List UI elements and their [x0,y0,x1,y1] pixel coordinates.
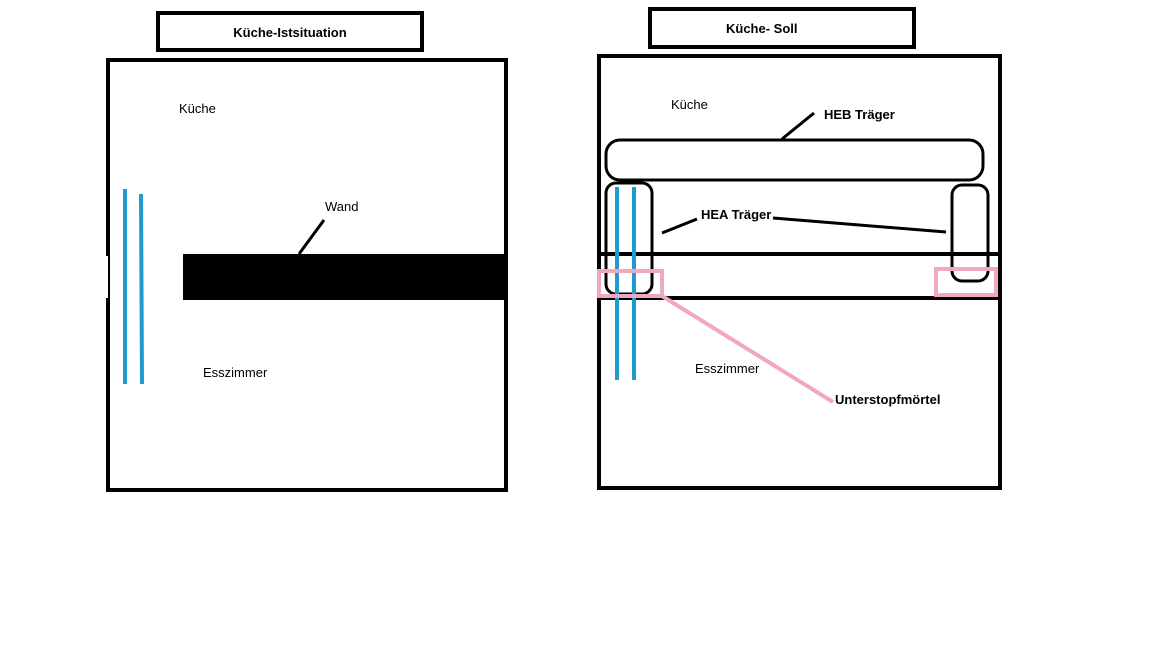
wall-pointer [297,219,326,255]
hea-label: HEA Träger [701,207,771,222]
right-dining-label: Esszimmer [695,361,760,376]
mortar-label: Unterstopfmörtel [835,392,940,407]
left-pipe-2 [139,193,144,385]
left-title: Küche-Istsituation [233,25,346,40]
left-kitchen-label: Küche [179,101,216,116]
heb-beam [604,138,985,182]
hea-pointer-right [772,216,947,234]
right-kitchen-label: Küche [671,97,708,112]
heb-pointer [781,111,815,141]
right-title-box [648,7,916,49]
left-panel: Küche-Istsituation Küche Wand Esszimmer [105,11,508,492]
mortar-pad-left [597,269,664,298]
hea-post-left [604,181,654,296]
left-title-box [156,11,424,52]
wall-block [183,254,505,300]
right-panel: Küche- Soll Küche HEB Träger HEA Träger … [597,7,1002,490]
right-title: Küche- Soll [726,21,798,36]
left-dining-label: Esszimmer [203,365,268,380]
mortar-pointer [660,294,835,404]
wall-label: Wand [325,199,358,214]
heb-label: HEB Träger [824,107,895,122]
mortar-pad-right [934,267,998,297]
hea-post-right [950,183,990,283]
hea-pointer-left [661,217,698,235]
